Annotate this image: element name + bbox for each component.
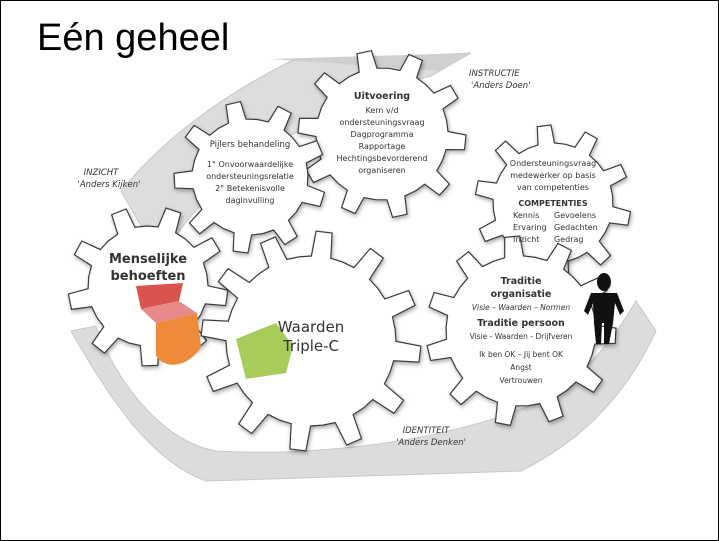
competenties-title: COMPETENTIES — [518, 199, 587, 208]
human-figure-icon — [584, 273, 624, 344]
zone-instructie-title: INSTRUCTIE — [469, 69, 520, 79]
menselijke-title: behoeften — [110, 269, 185, 284]
gear-pijlers — [173, 100, 326, 254]
competentie-item: Ervaring — [513, 223, 547, 232]
slide-title: Eén geheel — [37, 17, 230, 59]
pijlers-line: 1° Onvoorwaardelijke — [207, 160, 293, 169]
zone-instructie-subtitle: 'Anders Doen' — [471, 81, 531, 91]
traditie-org-title: Traditie — [501, 276, 542, 287]
traditie-persoon-sub: Visie - Waarden - Drijfveren — [470, 332, 573, 341]
competentie-item: Gedrag — [554, 235, 583, 244]
ondersteuning-line: Ondersteuningsvraag — [510, 159, 596, 168]
traditie-line: Vertrouwen — [500, 376, 543, 385]
competentie-item: Gedachten — [554, 223, 598, 232]
traditie-line: Ik ben OK – Jij bent OK — [479, 350, 564, 359]
ondersteuning-line: van competenties — [517, 183, 589, 192]
uitvoering-line: Hechtingsbevorderend — [336, 154, 427, 163]
uitvoering-line: Rapportage — [359, 142, 406, 151]
zone-inzicht-subtitle: 'Anders Kijken' — [78, 180, 141, 190]
uitvoering-line: Kern v/d — [365, 106, 398, 115]
needs-pyramid — [136, 283, 201, 365]
competentie-item: Kennis — [513, 211, 539, 220]
menselijke-title: Menselijke — [109, 252, 187, 267]
zone-inzicht-title: INZICHT — [84, 168, 120, 178]
ondersteuning-line: medewerker op basis — [510, 171, 596, 180]
traditie-org-sub: Visie – Waarden – Normen — [472, 303, 570, 312]
uitvoering-title: Uitvoering — [354, 91, 410, 102]
pijlers-line: 2° Betekenisvolle — [215, 184, 285, 193]
zone-identiteit-subtitle: 'Anders Denken' — [396, 438, 466, 448]
competentie-item: Inzicht — [513, 235, 539, 244]
uitvoering-line: Dagprogramma — [351, 130, 414, 139]
gear-waarden — [200, 230, 422, 452]
gear-traditie — [426, 235, 617, 427]
traditie-persoon-title: Traditie persoon — [477, 318, 565, 329]
pijlers-line: daginvulling — [226, 196, 275, 205]
uitvoering-line: ondersteuningsvraag — [339, 118, 424, 127]
traditie-org-title: organisatie — [491, 289, 552, 300]
uitvoering-line: organiseren — [358, 166, 406, 175]
traditie-line: Angst — [510, 363, 532, 372]
pijlers-title: Pijlers behandeling — [210, 140, 291, 150]
waarden-title: Triple-C — [282, 337, 339, 355]
zone-identiteit-title: IDENTITEIT — [403, 426, 451, 436]
pijlers-line: ondersteuningsrelatie — [206, 172, 294, 181]
waarden-title: Waarden — [278, 318, 344, 336]
waarden-green-shape — [236, 323, 293, 379]
competentie-item: Gevoelens — [554, 211, 596, 220]
